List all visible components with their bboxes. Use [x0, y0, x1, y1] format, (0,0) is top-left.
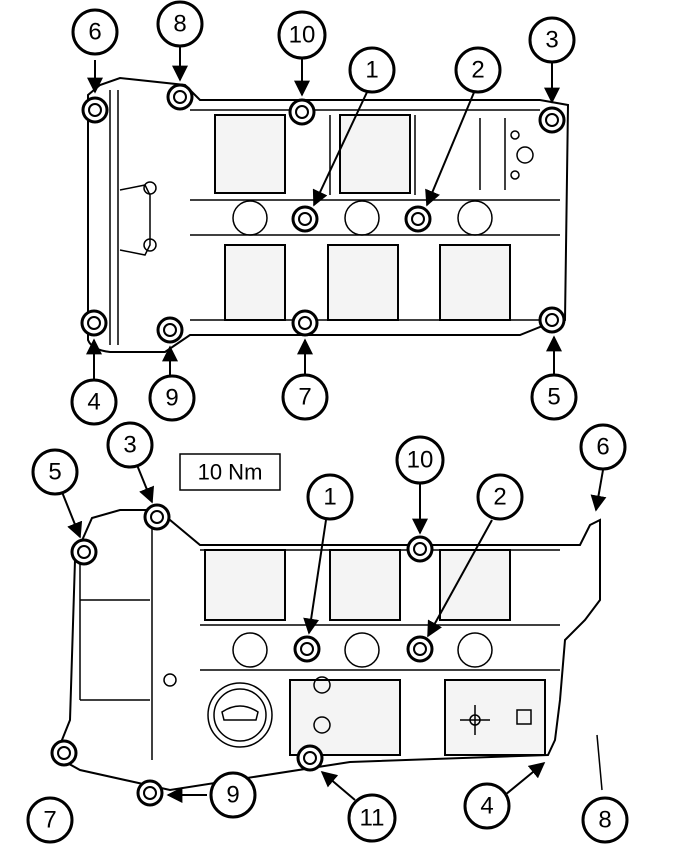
callout-bottom-8: 8 — [581, 796, 629, 844]
bolt — [166, 83, 194, 111]
bolt — [291, 309, 319, 337]
oil-filler-cap — [207, 682, 273, 748]
bolt — [293, 635, 321, 663]
svg-text:1: 1 — [365, 57, 378, 84]
svg-text:6: 6 — [596, 434, 609, 461]
cam-block — [204, 549, 286, 621]
callout-top-2: 2 — [454, 46, 502, 94]
svg-text:7: 7 — [43, 807, 56, 834]
callout-top-4: 4 — [70, 378, 118, 426]
svg-text:9: 9 — [165, 385, 178, 412]
callout-bottom-2: 2 — [476, 473, 524, 521]
bolt — [136, 779, 164, 807]
svg-text:2: 2 — [471, 57, 484, 84]
bolt — [406, 535, 434, 563]
svg-text:3: 3 — [545, 27, 558, 54]
svg-text:11: 11 — [360, 805, 385, 832]
cam-block — [339, 114, 411, 194]
callout-bottom-10: 10 — [395, 435, 445, 485]
callout-bottom-11: 11 — [347, 793, 397, 843]
callout-top-3: 3 — [528, 16, 576, 64]
bolt — [296, 744, 324, 772]
bottom-valve-cover — [50, 503, 601, 807]
callout-top-10: 10 — [277, 10, 327, 60]
svg-text:2: 2 — [493, 484, 506, 511]
svg-text:10: 10 — [407, 447, 434, 474]
callout-top-8: 8 — [156, 0, 204, 48]
svg-text:4: 4 — [87, 389, 100, 416]
svg-text:10 Nm: 10 Nm — [198, 460, 263, 485]
bottom-leaders — [61, 464, 607, 803]
svg-text:3: 3 — [123, 432, 136, 459]
bolt — [81, 96, 109, 124]
cam-block — [224, 244, 286, 321]
callout-bottom-3: 3 — [106, 421, 154, 469]
callout-top-9: 9 — [148, 374, 196, 422]
callout-bottom-9: 9 — [209, 771, 257, 819]
cam-block — [214, 114, 286, 194]
bolt — [538, 306, 566, 334]
bolt — [143, 503, 171, 531]
svg-text:9: 9 — [226, 782, 239, 809]
bolt — [288, 98, 316, 126]
svg-text:4: 4 — [480, 793, 493, 820]
svg-text:8: 8 — [173, 11, 186, 38]
callout-bottom-1: 1 — [306, 473, 354, 521]
bolt — [50, 739, 78, 767]
callout-top-1: 1 — [348, 46, 396, 94]
top-leaders — [86, 45, 562, 380]
callout-bottom-5: 5 — [31, 448, 79, 496]
bolt — [406, 635, 434, 663]
callout-top-6: 6 — [71, 8, 119, 56]
svg-text:5: 5 — [48, 459, 61, 486]
cam-block — [289, 679, 401, 756]
svg-text:1: 1 — [323, 484, 336, 511]
bolt — [80, 309, 108, 337]
bolt — [538, 106, 566, 134]
svg-text:10: 10 — [289, 22, 316, 49]
svg-text:8: 8 — [598, 807, 611, 834]
svg-text:5: 5 — [547, 384, 560, 411]
cam-block — [327, 244, 399, 321]
callout-top-7: 7 — [281, 373, 329, 421]
bolt — [70, 538, 98, 566]
bolt — [156, 316, 184, 344]
cam-block — [444, 679, 546, 756]
callout-bottom-4: 4 — [463, 782, 511, 830]
torque-spec-box: 10 Nm — [179, 453, 281, 491]
svg-text:7: 7 — [298, 384, 311, 411]
bolt — [404, 205, 432, 233]
top-valve-cover — [80, 76, 570, 353]
cam-block — [329, 549, 401, 621]
svg-text:6: 6 — [88, 19, 101, 46]
callout-bottom-7: 7 — [26, 796, 74, 844]
cam-block — [439, 549, 511, 621]
bolt — [291, 205, 319, 233]
callout-bottom-6: 6 — [579, 423, 627, 471]
callout-top-5: 5 — [530, 373, 578, 421]
cam-block — [439, 244, 511, 321]
